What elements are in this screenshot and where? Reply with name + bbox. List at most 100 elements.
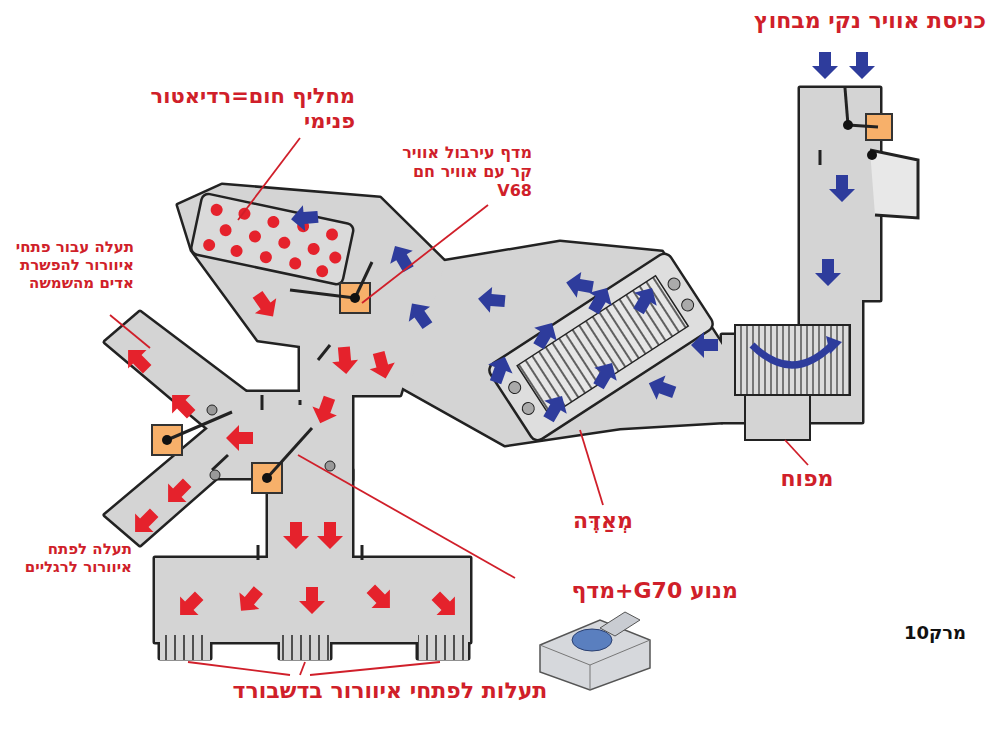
art-use xyxy=(231,582,268,619)
actuator-label: מנוע G70+מדף xyxy=(518,578,738,604)
art-line xyxy=(590,640,650,665)
evaporator xyxy=(486,251,715,444)
art-rect xyxy=(160,635,210,660)
art-line xyxy=(290,290,355,298)
art-line xyxy=(310,662,440,675)
art-line xyxy=(580,430,603,505)
art-use xyxy=(105,88,880,658)
art-use xyxy=(299,587,325,614)
art-rect xyxy=(152,425,182,455)
art-path xyxy=(752,345,832,365)
art-use xyxy=(691,332,718,358)
art-use xyxy=(283,522,309,549)
art-rect xyxy=(190,193,355,286)
art-line xyxy=(257,545,260,560)
art-circle xyxy=(229,244,243,258)
art-use xyxy=(119,341,156,378)
art-use xyxy=(527,316,563,352)
defrost-duct-label: תעלה עבור פתחי איוורור להפשרת אדים מהשמש… xyxy=(4,238,134,292)
art-line xyxy=(238,138,300,220)
art-use xyxy=(829,175,855,202)
art-line xyxy=(540,645,590,665)
art-circle xyxy=(315,264,329,278)
art-use xyxy=(849,52,875,79)
art-g xyxy=(202,201,348,281)
art-rect xyxy=(745,395,810,440)
art-rect xyxy=(517,276,688,416)
art-line xyxy=(819,150,822,165)
art-polygon xyxy=(826,336,842,354)
art-use xyxy=(587,356,623,392)
dash-vents-label: תעלות לפתחי איוורור בדשבורד xyxy=(150,678,630,704)
art-line xyxy=(188,662,290,675)
mix-flap-label: מדף עירבול אוויר קר עם אוויר חם V68 xyxy=(392,143,532,201)
actuator-motor-picture xyxy=(540,612,650,690)
art-circle xyxy=(679,297,696,314)
art-circle xyxy=(328,250,342,264)
art-line xyxy=(590,665,591,690)
art-rect xyxy=(418,635,468,660)
blower-label: מפוח xyxy=(752,466,862,492)
art-rect xyxy=(735,325,850,395)
art-line xyxy=(261,395,264,410)
art-circle xyxy=(218,223,232,237)
art-circle xyxy=(325,461,335,471)
leader-lines xyxy=(110,138,808,675)
art-line xyxy=(318,345,330,360)
art-line xyxy=(110,315,150,348)
art-use xyxy=(171,587,208,624)
art-use xyxy=(366,349,398,382)
art-line xyxy=(785,440,808,465)
vent-slots xyxy=(160,635,468,660)
art-polygon xyxy=(540,620,650,690)
art-use xyxy=(317,522,343,549)
art-circle xyxy=(210,470,220,480)
flaps xyxy=(152,88,892,493)
art-circle xyxy=(843,120,853,130)
blower xyxy=(735,325,850,440)
inlet-label: כניסת אוויר נקי מבחוץ xyxy=(736,8,986,34)
art-use xyxy=(627,281,663,317)
blue-air-arrows xyxy=(290,52,875,426)
art-circle xyxy=(307,242,321,256)
duct-partitions xyxy=(212,150,918,560)
art-line xyxy=(167,412,232,440)
art-circle xyxy=(259,250,273,264)
art-line xyxy=(212,455,228,470)
art-polyline xyxy=(870,150,918,218)
watermark: מרק10 xyxy=(880,622,990,644)
duct-outline xyxy=(105,88,880,658)
art-rect xyxy=(280,635,330,660)
art-use xyxy=(401,296,438,333)
art-use xyxy=(331,346,359,375)
art-use xyxy=(159,474,196,511)
art-use xyxy=(105,88,880,658)
art-circle xyxy=(266,215,280,229)
footwell-duct-label: תעלה לפתח איוורור לרגליים xyxy=(14,540,132,576)
art-line xyxy=(362,205,488,303)
art-use xyxy=(163,386,200,423)
art-use xyxy=(362,580,399,617)
art-circle xyxy=(350,293,360,303)
art-use xyxy=(126,504,163,541)
art-line xyxy=(299,400,302,405)
art-circle xyxy=(248,229,262,243)
art-use xyxy=(815,259,841,286)
art-use xyxy=(384,239,420,275)
art-line xyxy=(361,545,364,560)
art-line xyxy=(845,88,848,125)
art-circle xyxy=(202,238,216,252)
art-use xyxy=(812,52,838,79)
art-use xyxy=(537,389,573,425)
art-line xyxy=(298,455,515,578)
art-ellipse xyxy=(572,629,612,651)
art-use xyxy=(290,204,319,232)
evaporator-label: מְאַדֶּה xyxy=(548,508,658,534)
heater-core xyxy=(190,193,355,286)
art-rect xyxy=(486,251,715,444)
art-use xyxy=(427,587,464,624)
art-use xyxy=(308,393,342,427)
art-line xyxy=(355,262,372,298)
